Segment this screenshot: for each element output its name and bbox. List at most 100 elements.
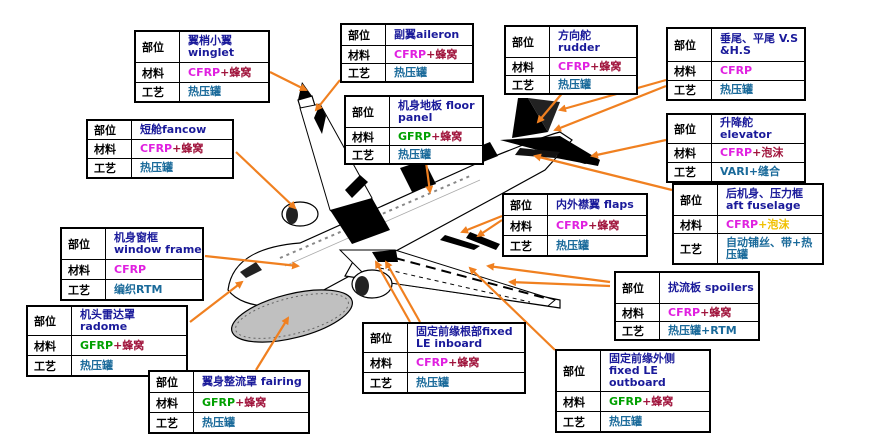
material-label: 材料 (668, 62, 712, 80)
material-label: 材料 (136, 63, 180, 82)
process-label: 工艺 (557, 412, 601, 431)
process-value: 热压罐 (80, 358, 113, 372)
process-label: 工艺 (136, 83, 180, 101)
material-label: 材料 (668, 144, 712, 162)
part-label: 部位 (150, 372, 194, 392)
arrow-elevator (590, 138, 667, 159)
material-label: 材料 (674, 216, 718, 233)
part-label: 部位 (506, 27, 550, 57)
fairing-shape (231, 289, 353, 343)
part-name: 固定前缘外侧 fixed LE outboard (609, 352, 675, 389)
part-label: 部位 (557, 351, 601, 391)
part-label: 部位 (136, 32, 180, 62)
material-value: CFRP+蜂窝 (668, 305, 732, 319)
part-name: 机身地板 floor panel (398, 99, 475, 124)
process-value: 热压罐 (609, 414, 642, 428)
vertical-stabilizer (512, 98, 548, 138)
leader-arrows (189, 71, 673, 371)
part-name: 机头雷达罩 radome (80, 308, 135, 333)
part-label: 部位 (668, 29, 712, 61)
arrow-winglet (269, 71, 308, 91)
arrow-fancow (235, 151, 297, 210)
process-value: 热压罐 (558, 77, 591, 91)
material-label: 材料 (342, 46, 386, 63)
part-label: 部位 (504, 195, 548, 215)
arrow-le-outboard (468, 266, 556, 351)
part-label: 部位 (674, 185, 718, 215)
material-value: CFRP (720, 64, 753, 77)
material-label: 材料 (88, 140, 132, 158)
material-value: CFRP+蜂窝 (416, 355, 480, 369)
arrow-spoilers-1 (486, 262, 611, 284)
process-value: 热压罐 (398, 147, 431, 161)
material-value: CFRP+蜂窝 (558, 59, 622, 73)
material-value: CFRP+蜂窝 (394, 47, 458, 61)
part-name: 翼梢小翼 winglet (188, 34, 235, 59)
process-value: 热压罐 (188, 85, 221, 98)
part-label: 部位 (62, 229, 106, 259)
process-label: 工艺 (88, 159, 132, 177)
material-label: 材料 (346, 128, 390, 145)
process-value: 自动铺丝、带+热压罐 (726, 235, 813, 261)
part-name: 后机身、压力框 aft fuselage (726, 187, 803, 212)
process-label: 工艺 (342, 64, 386, 81)
process-value: 热压罐 (556, 238, 589, 252)
part-name: 内外襟翼 flaps (556, 198, 634, 211)
process-label: 工艺 (364, 373, 408, 392)
material-value: GFRP+蜂窝 (398, 129, 463, 143)
arrow-le-inboard-1 (375, 260, 411, 323)
material-value: GFRP+蜂窝 (80, 338, 145, 352)
arrow-aileron (314, 79, 341, 112)
part-name: 固定前缘根部fixed LE inboard (416, 325, 513, 350)
arrow-flaps-2 (476, 219, 503, 238)
part-name: 垂尾、平尾 V.S &H.S (720, 32, 799, 57)
process-value: 热压罐 (720, 83, 753, 96)
arrow-window (204, 254, 300, 270)
arrow-vshs-2 (553, 84, 667, 132)
upper-flap (345, 175, 368, 198)
process-label: 工艺 (62, 280, 106, 299)
process-value: 热压罐 (394, 65, 427, 79)
part-name: 翼身整流罩 fairing (202, 375, 302, 388)
material-label: 材料 (506, 58, 550, 75)
arrow-spoilers-2 (508, 278, 611, 288)
part-label: 部位 (346, 97, 390, 127)
material-value: CFRP+蜂窝 (140, 142, 204, 155)
arrow-vshs-1 (558, 78, 667, 113)
arrow-fairing (255, 316, 290, 371)
part-name: 副翼aileron (394, 28, 460, 41)
material-value: CFRP (114, 262, 147, 276)
process-label: 工艺 (504, 236, 548, 255)
material-value: CFRP+蜂窝 (188, 65, 252, 79)
wing-root-block (330, 198, 390, 244)
material-label: 材料 (62, 260, 106, 279)
part-label: 部位 (668, 115, 712, 143)
process-label: 工艺 (150, 413, 194, 432)
elevator-shape (556, 152, 600, 166)
part-name: 机身窗框 window frame (114, 231, 202, 256)
material-value: GFRP+蜂窝 (202, 395, 267, 409)
part-label: 部位 (28, 307, 72, 335)
callout-vs-hs: 部位垂尾、平尾 V.S &H.S 材料 CFRP 工艺热压罐 (666, 27, 806, 101)
part-name: 方向舵 rudder (558, 29, 600, 54)
arrow-le-inboard-2 (385, 260, 421, 323)
process-value: 热压罐 (140, 161, 173, 174)
part-label: 部位 (364, 324, 408, 352)
process-label: 工艺 (668, 81, 712, 99)
arrow-aft-fuselage (533, 153, 673, 192)
material-label: 材料 (364, 353, 408, 372)
